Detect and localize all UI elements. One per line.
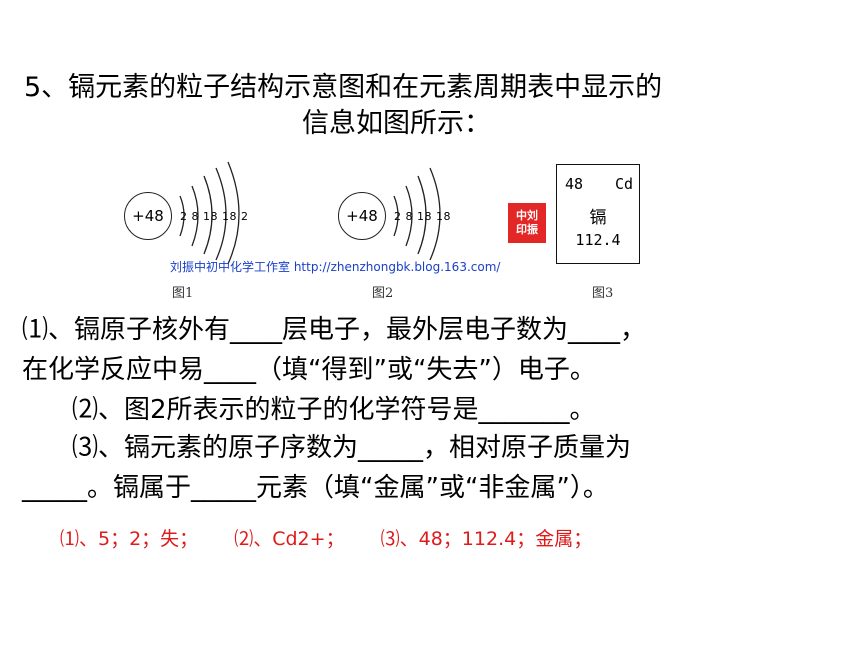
question-part3-line2: _____。镉属于_____元素（填“金属”或“非金属”）。 [22, 473, 609, 503]
element-symbol: Cd [614, 175, 633, 193]
question-title-line2: 信息如图所示： [302, 108, 491, 139]
electron-shell-arcs-2 [393, 167, 441, 261]
atomic-structure-diagram-1: +48 2 8 18 18 2 [122, 158, 262, 265]
answer-key: ⑴、5；2；失； ⑵、Cd2+； ⑶、48；112.4；金属； [60, 524, 622, 551]
figure-area: +48 2 8 18 18 2 图1 +48 2 8 18 18 图2 中刘 印… [122, 158, 640, 306]
nucleus-2: +48 [338, 192, 386, 240]
periodic-table-cell: 48 Cd 镉 112.4 [556, 164, 640, 264]
atomic-mass: 112.4 [575, 231, 621, 249]
atomic-number: 48 [565, 175, 584, 193]
shell-electron-counts-2: 2 8 18 18 [394, 210, 451, 223]
atomic-structure-diagram-2: +48 2 8 18 18 [336, 158, 466, 261]
question-part2: ⑵、图2所表示的粒子的化学符号是_______。 [72, 395, 596, 425]
electron-shell-arcs-1 [179, 161, 240, 265]
shell-electron-counts-1: 2 8 18 18 2 [180, 210, 249, 223]
caption-fig2: 图2 [372, 286, 394, 301]
answer-part3: ⑶、48；112.4；金属； [380, 528, 593, 550]
answer-part2: ⑵、Cd2+； [234, 528, 345, 550]
watermark-text: 刘振中初中化学工作室 http://zhenzhongbk.blog.163.c… [170, 260, 501, 274]
question-part1-line1: ⑴、镉原子核外有____层电子，最外层电子数为____， [22, 315, 647, 345]
author-seal-stamp: 中刘 印振 [508, 203, 546, 243]
caption-fig1: 图1 [172, 286, 194, 301]
element-name: 镉 [589, 208, 607, 228]
question-part3-line1: ⑶、镉元素的原子序数为_____，相对原子质量为 [72, 433, 632, 463]
caption-fig3: 图3 [592, 286, 614, 301]
answer-part1: ⑴、5；2；失； [60, 528, 199, 550]
question-title-line1: 5、镉元素的粒子结构示意图和在元素周期表中显示的 [24, 72, 663, 103]
nucleus-1: +48 [124, 192, 172, 240]
question-part1-line2: 在化学反应中易____（填“得到”或“失去”）电子。 [22, 355, 596, 385]
